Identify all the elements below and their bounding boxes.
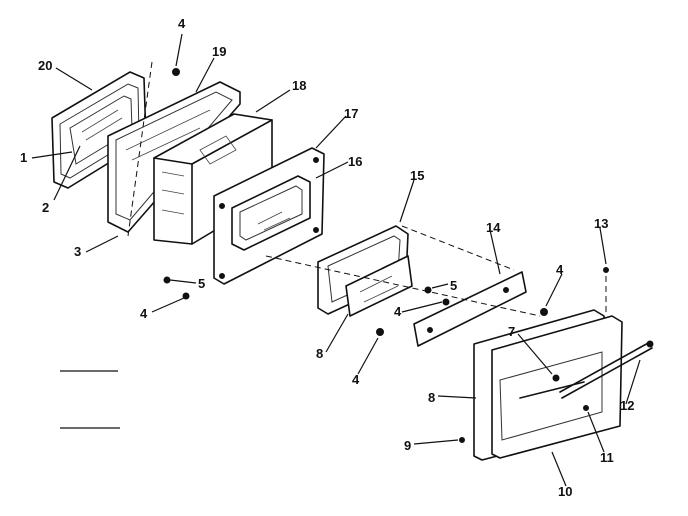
- part-16-window-assembly: [231, 175, 311, 251]
- callout-10: 10: [558, 484, 572, 499]
- callout-9: 9: [404, 438, 411, 453]
- callout-11: 11: [600, 450, 614, 465]
- callout-19: 19: [212, 44, 226, 59]
- part-8-glass-pane: [345, 255, 413, 317]
- callout-4-mid: 4: [394, 304, 402, 319]
- callout-4-right: 4: [556, 262, 564, 277]
- part-14-handle-bracket: [413, 271, 527, 347]
- assembly-lines: [127, 61, 607, 317]
- callout-3: 3: [74, 244, 81, 259]
- margin-marks: [60, 370, 120, 429]
- callout-20: 20: [38, 58, 52, 73]
- callout-17: 17: [344, 106, 358, 121]
- callout-2: 2: [42, 200, 49, 215]
- callout-4-bottom: 4: [352, 372, 360, 387]
- callout-1: 1: [20, 150, 27, 165]
- callout-4-left: 4: [140, 306, 148, 321]
- door-outer-panel: [473, 309, 623, 461]
- callout-13: 13: [594, 216, 608, 231]
- callout-16: 16: [348, 154, 362, 169]
- fasteners: [163, 68, 609, 443]
- callout-5-left: 5: [198, 276, 205, 291]
- callout-4-top: 4: [178, 16, 186, 31]
- part-12-handle-rod: [559, 340, 654, 399]
- callout-18: 18: [292, 78, 306, 93]
- callout-15: 15: [410, 168, 424, 183]
- callout-14: 14: [486, 220, 501, 235]
- leader-lines: [31, 33, 641, 487]
- callout-7: 7: [508, 324, 515, 339]
- callout-8-lower: 8: [428, 390, 435, 405]
- callout-8-upper: 8: [316, 346, 323, 361]
- callout-5-mid: 5: [450, 278, 457, 293]
- callout-12: 12: [620, 398, 634, 413]
- callout-labels: 20 1 2 3 4 19 18 17 16 15 14 13 4 5 4 5 …: [20, 16, 634, 499]
